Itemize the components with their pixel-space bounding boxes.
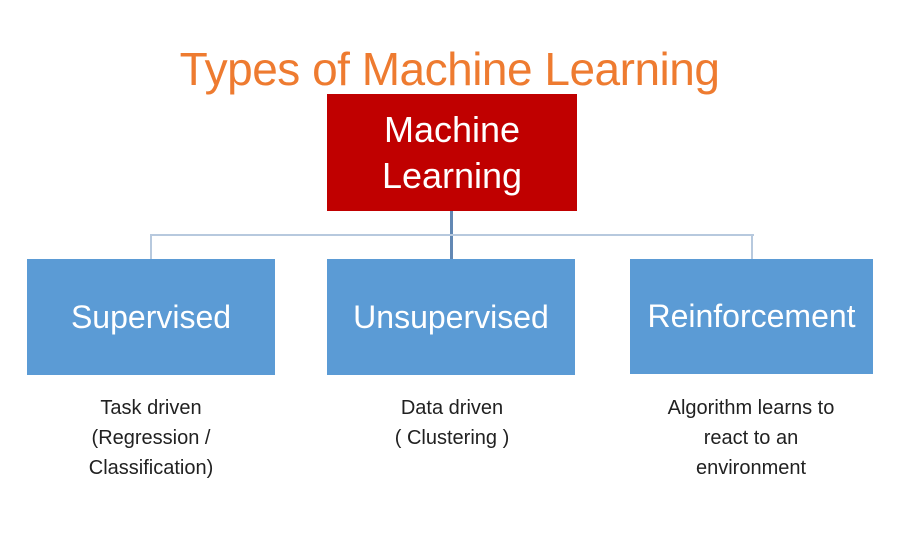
description-supervised: Task driven (Regression / Classification…	[88, 397, 214, 479]
description-reinforcement: Algorithm learns to react to an environm…	[667, 397, 835, 479]
connector-horizontal	[150, 234, 754, 236]
node-supervised: Supervised	[27, 259, 275, 375]
node-machine-learning: Machine Learning	[327, 94, 577, 211]
description-unsupervised: Data driven ( Clustering )	[394, 397, 510, 449]
node-reinforcement: Reinforcement	[630, 259, 873, 374]
node-supervised-label: Supervised	[70, 298, 232, 335]
connector-left-vertical	[150, 234, 152, 260]
node-machine-learning-label: Machine Learning	[381, 108, 523, 196]
node-unsupervised: Unsupervised	[327, 259, 575, 375]
node-unsupervised-label: Unsupervised	[353, 298, 549, 335]
page-title: Types of Machine Learning	[179, 42, 720, 95]
connector-right-vertical	[751, 234, 753, 260]
node-reinforcement-label: Reinforcement	[647, 298, 856, 334]
